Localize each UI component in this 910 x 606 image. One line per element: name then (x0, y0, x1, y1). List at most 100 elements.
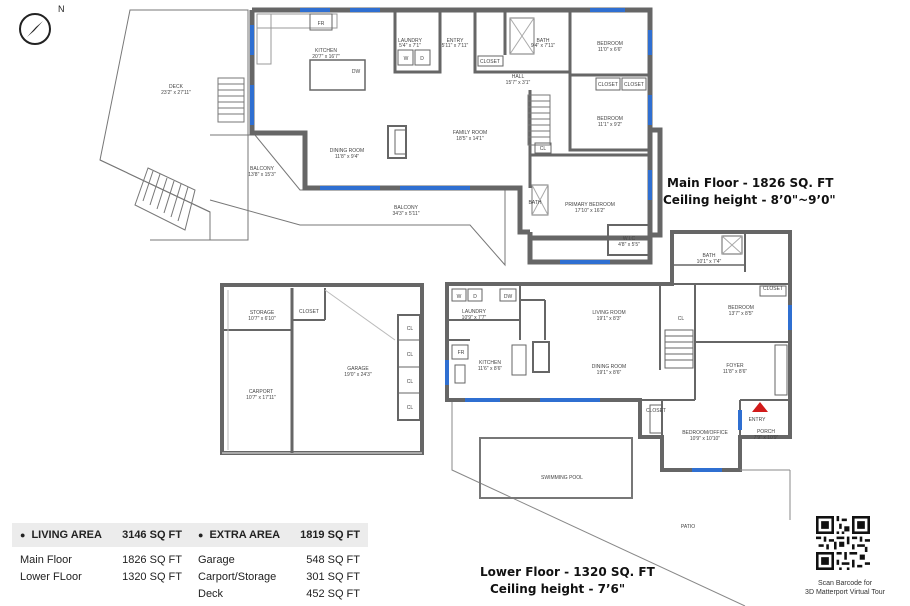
living-area-table: ●LIVING AREA 3146 SQ FT Main Floor 1826 … (12, 523, 190, 585)
room-dim: 11'8" x 8'6" (723, 369, 747, 375)
room-dim: 11'8" x 9'4" (335, 154, 359, 160)
room-name: LIVING ROOM (592, 310, 625, 316)
row-value: 452 SQ FT (306, 587, 360, 600)
room-dim: 11'6" x 8'6" (478, 366, 502, 372)
extra-area-total: 1819 SQ FT (300, 529, 360, 541)
room-dim: 34'3" x 5'11" (392, 211, 419, 217)
closet-label: CLOSET (480, 59, 500, 65)
lower-floor-plan (445, 230, 792, 606)
living-area-header: ● LIVING AREA 3146 SQ FT (12, 523, 190, 547)
garage-block-labels: STORAGE 10'7" x 6'10" CLOSET CARPORT 10'… (246, 309, 413, 411)
lower-floor-labels: LAUNDRY 10'9" x 7'7" LIVING ROOM 19'1" x… (457, 253, 783, 530)
room-dim: 7'9" x 10'9" (754, 435, 779, 441)
room-dim: 18'5" x 14'1" (456, 136, 484, 142)
row-label: Deck (198, 587, 224, 600)
room-dim: 11'0" x 6'6" (598, 47, 622, 53)
garage-block-plan (220, 283, 424, 455)
extra-area-heading: EXTRA AREA (209, 529, 281, 541)
appliance-label: FR (458, 350, 465, 356)
room-dim: 13'8" x 15'3" (248, 172, 276, 178)
bullet-icon: ● (198, 530, 204, 540)
room-dim: 10'7" x 17'11" (246, 395, 276, 401)
compass-icon: N (19, 4, 65, 45)
table-row: Lower FLoor 1320 SQ FT (12, 568, 190, 585)
closet-label: CLOSET (763, 286, 783, 292)
closet-label: CL (678, 316, 685, 322)
closet-label: CL (407, 326, 414, 332)
room-dim: 10'7" x 6'10" (248, 316, 276, 322)
room-name: BALCONY (394, 205, 419, 211)
room-name: DECK (169, 84, 184, 90)
room-dim: 23'2" x 27'11" (161, 90, 191, 96)
room-name: KITCHEN (315, 48, 337, 54)
room-dim: 11'1" x 9'2" (598, 122, 622, 128)
room-dim: 19'0" x 24'3" (344, 372, 372, 378)
table-row: Carport/Storage 301 SQ FT (190, 568, 368, 585)
living-area-total: 3146 SQ FT (122, 529, 182, 541)
room-name: BALCONY (250, 166, 275, 172)
row-value: 301 SQ FT (306, 570, 360, 583)
row-label: Garage (198, 553, 235, 566)
room-name: HALL (512, 74, 525, 80)
room-name: BEDROOM/OFFICE (682, 430, 728, 436)
appliance-label: DW (504, 294, 513, 300)
room-name: W.I.C (623, 236, 636, 242)
room-name: BEDROOM (597, 116, 623, 122)
row-label: Lower FLoor (20, 570, 82, 583)
room-name: BATH (703, 253, 716, 259)
room-dim: 19'1" x 8'6" (597, 370, 622, 376)
main-floor-plan (99, 7, 663, 267)
appliance-label: FR (318, 21, 325, 27)
room-dim: 10'1" x 7'4" (697, 259, 722, 265)
room-name: BEDROOM (597, 41, 623, 47)
room-name: DINING ROOM (330, 148, 364, 154)
qr-caption: Scan Barcode for 3D Matterport Virtual T… (795, 579, 895, 597)
row-value: 548 SQ FT (306, 553, 360, 566)
entry-marker-icon (752, 402, 768, 412)
room-name: ENTRY (447, 38, 465, 44)
room-name: BEDROOM (728, 305, 754, 311)
closet-label: CL (540, 146, 547, 152)
pool-label: SWIMMING POOL (541, 475, 583, 481)
qr-caption-line: 3D Matterport Virtual Tour (805, 589, 885, 596)
closet-label: CL (407, 352, 414, 358)
room-name: PRIMARY BEDROOM (565, 202, 615, 208)
room-dim: 20'7" x 16'7" (312, 54, 340, 60)
table-row: Garage 548 SQ FT (190, 551, 368, 568)
room-dim: 5'11" x 7'11" (442, 43, 469, 49)
closet-label: CLOSET (299, 309, 319, 315)
room-dim: 10'9" x 7'7" (462, 315, 487, 321)
living-area-heading: LIVING AREA (31, 529, 102, 541)
qr-code-icon[interactable] (816, 516, 870, 570)
room-dim: 5'4" x 7'1" (399, 43, 421, 49)
closet-label: CL (407, 379, 414, 385)
closet-label: CLOSET (598, 82, 618, 88)
appliance-label: W (457, 294, 462, 300)
appliance-label: W (404, 56, 409, 62)
room-dim: 15'7" x 3'1" (506, 80, 531, 86)
room-name: FAMILY ROOM (453, 130, 487, 136)
room-name: LAUNDRY (398, 38, 422, 44)
room-name: DINING ROOM (592, 364, 626, 370)
row-label: Carport/Storage (198, 570, 277, 583)
room-name: PORCH (757, 429, 775, 435)
bullet-icon: ● (20, 530, 26, 540)
compass-north-label: N (58, 4, 65, 14)
room-name: GARAGE (347, 366, 369, 372)
room-dim: 19'1" x 8'3" (597, 316, 622, 322)
room-dim: 17'10" x 16'2" (575, 208, 605, 214)
main-floor-labels: KITCHEN 20'7" x 16'7" LAUNDRY 5'4" x 7'1… (161, 21, 644, 248)
room-name: FOYER (726, 363, 744, 369)
room-dim: 4'8" x 5'5" (618, 242, 640, 248)
patio-label: PATIO (681, 524, 695, 530)
main-floor-ceiling: Ceiling height - 8’0"~9’0" (663, 193, 836, 207)
room-dim: 9'4" x 7'11" (531, 43, 555, 49)
row-value: 1320 SQ FT (122, 570, 182, 583)
closet-label: CL (407, 405, 414, 411)
main-floor-title: Main Floor - 1826 SQ. FT (667, 176, 834, 190)
closet-label: CLOSET (624, 82, 644, 88)
table-row: Deck 452 SQ FT (190, 585, 368, 602)
lower-floor-title: Lower Floor - 1320 SQ. FT (480, 565, 655, 579)
closet-label: CLOSET (646, 408, 666, 414)
